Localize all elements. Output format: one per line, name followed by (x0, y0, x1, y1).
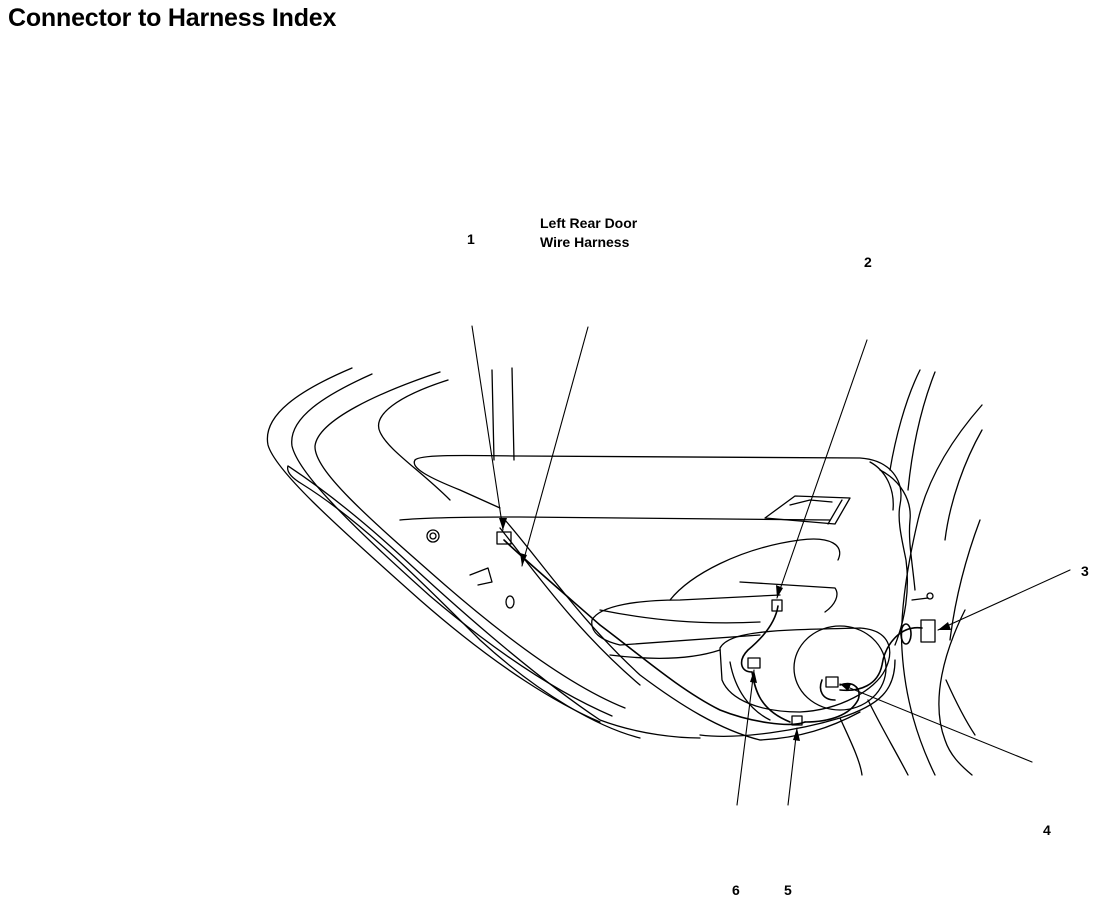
door-pillar (491, 367, 515, 461)
connector-3[interactable] (920, 619, 936, 643)
armrest (591, 538, 841, 659)
callout-2: 2 (864, 254, 872, 270)
rear-frame-outline (889, 369, 983, 776)
connector-2[interactable] (771, 599, 783, 612)
mounting-holes (426, 529, 934, 609)
leader-arrowheads (499, 518, 951, 741)
leader-lines (471, 325, 1071, 806)
callout-6: 6 (732, 882, 740, 898)
connector-5[interactable] (791, 715, 803, 726)
harness-label-line1: Left Rear Door (540, 215, 638, 231)
connector-1[interactable] (496, 531, 512, 545)
door-frame-outline (266, 367, 701, 739)
lower-door-edge (699, 659, 909, 776)
door-handle (764, 495, 851, 525)
leader-line-2 (776, 339, 868, 599)
leader-line-3 (937, 569, 1071, 631)
connectors[interactable] (496, 531, 936, 726)
connector-6[interactable] (747, 657, 761, 669)
callout-1: 1 (467, 231, 475, 247)
callout-5: 5 (784, 882, 792, 898)
leader-line-harness (521, 326, 589, 567)
leader-line-6 (736, 669, 755, 806)
speaker-area (719, 625, 891, 721)
harness-label: Left Rear Door Wire Harness (540, 214, 637, 252)
connector-4[interactable] (825, 676, 839, 688)
callout-4: 4 (1043, 822, 1051, 838)
door-trim-panel (399, 454, 916, 741)
callout-3: 3 (1081, 563, 1089, 579)
leader-line-5 (787, 727, 798, 806)
harness-label-line2: Wire Harness (540, 234, 630, 250)
leader-line-1 (471, 325, 504, 531)
leader-line-4 (839, 683, 1033, 763)
page-title: Connector to Harness Index (8, 4, 337, 32)
